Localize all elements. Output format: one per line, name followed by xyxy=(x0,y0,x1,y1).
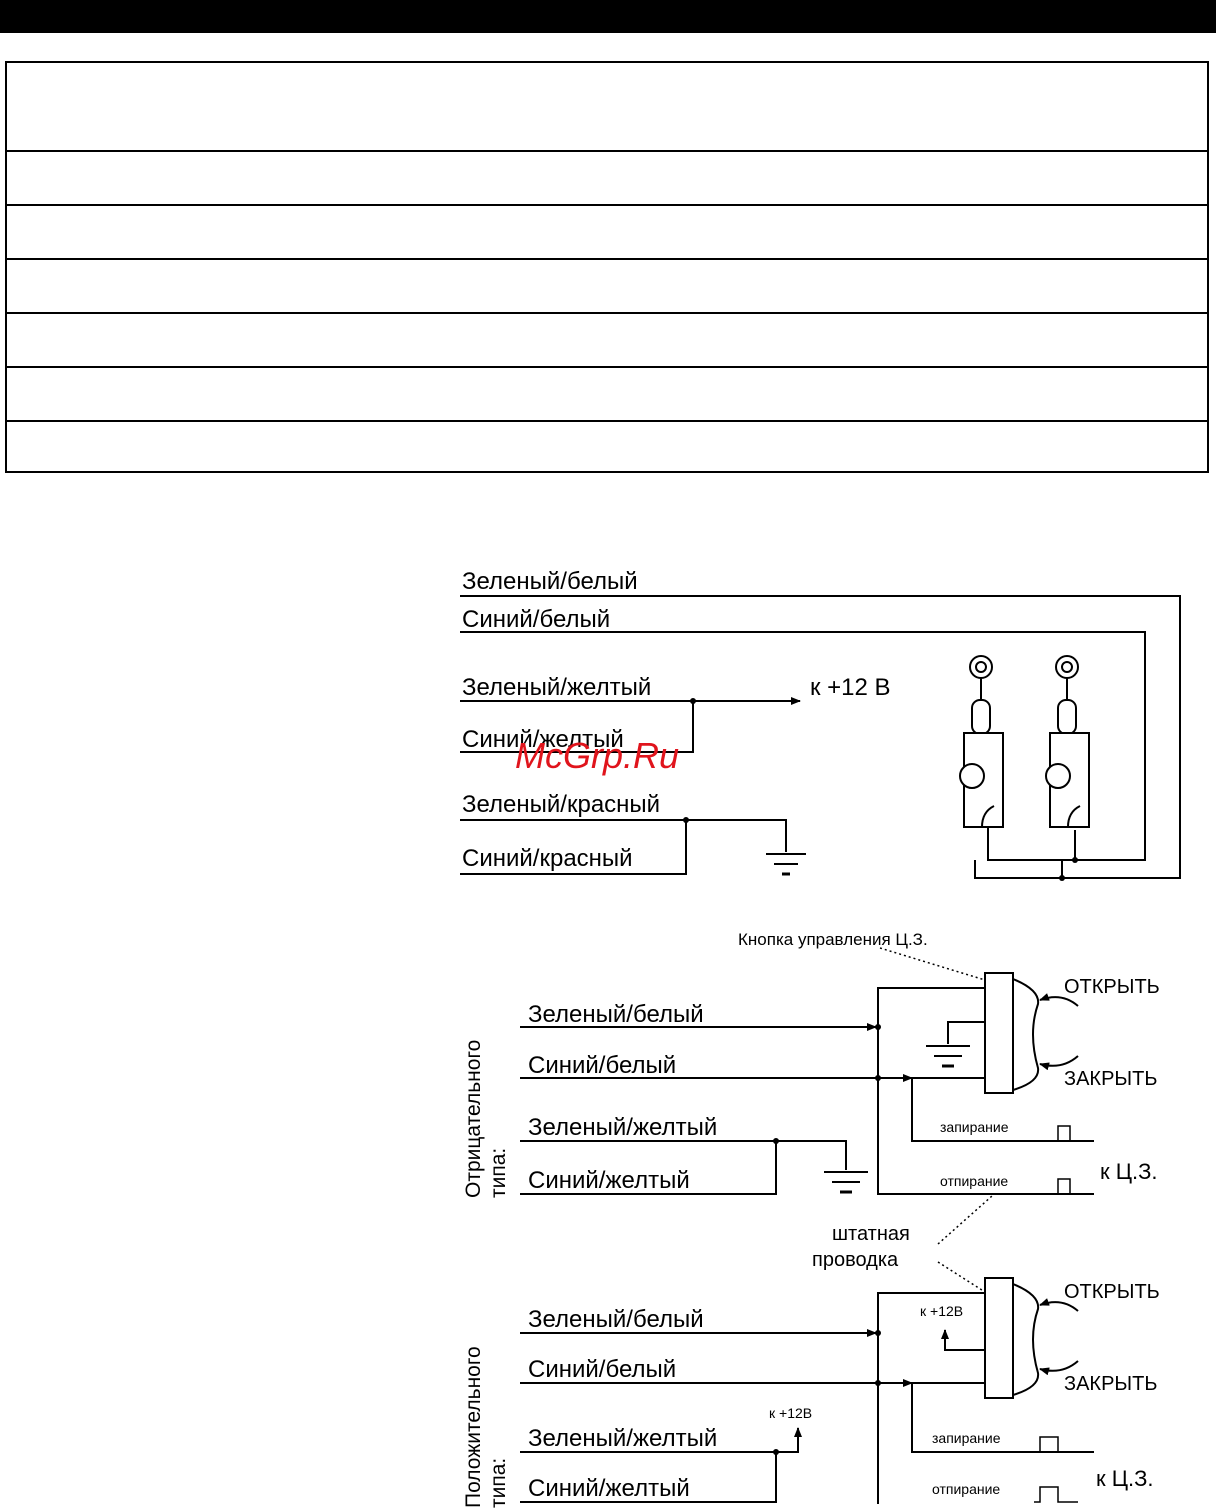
empty-table xyxy=(5,61,1209,473)
wire-label: Синий/красный xyxy=(462,845,633,872)
callout-line xyxy=(879,947,986,981)
open-label: ОТКРЫТЬ xyxy=(1064,1281,1160,1303)
junction-dot xyxy=(875,1075,881,1081)
factory-wiring-label: проводка xyxy=(812,1249,899,1271)
watermark: McGrp.Ru xyxy=(515,735,679,776)
header-bar xyxy=(0,0,1216,33)
junction-dot xyxy=(875,1330,881,1336)
table-row xyxy=(7,312,1207,314)
type-caption: Положительного xyxy=(462,1346,485,1508)
table-row xyxy=(7,150,1207,152)
negative-type-diagram xyxy=(520,972,1094,1195)
callout-line xyxy=(937,1261,986,1293)
wire-label: Синий/белый xyxy=(528,1052,676,1079)
junction-dot xyxy=(683,817,689,823)
open-label: ОТКРЫТЬ xyxy=(1064,976,1160,998)
table-row xyxy=(7,366,1207,368)
wire-label: Зеленый/красный xyxy=(462,791,660,818)
wire-label: Зеленый/белый xyxy=(462,568,638,595)
type-caption: Отрицательного xyxy=(462,1040,485,1198)
wire-label: Зеленый/белый xyxy=(528,1001,704,1028)
wire-label: Зеленый/желтый xyxy=(528,1114,717,1141)
wire-label: Зеленый/желтый xyxy=(462,674,651,701)
wire-label: Синий/желтый xyxy=(528,1167,690,1194)
plus12-label: к +12В xyxy=(920,1303,963,1319)
factory-wiring-label: штатная xyxy=(832,1223,910,1245)
close-label: ЗАКРЫТЬ xyxy=(1064,1373,1157,1395)
switch-wiring-diagram xyxy=(460,595,1181,879)
lock-label: запирание xyxy=(940,1119,1009,1135)
callout-line xyxy=(937,1195,993,1245)
junction-dot xyxy=(773,1449,779,1455)
plus12-label: к +12В xyxy=(769,1405,812,1421)
door-switch xyxy=(1045,655,1090,828)
junction-dot xyxy=(1072,857,1078,863)
table-row xyxy=(7,420,1207,422)
positive-type-diagram xyxy=(520,1277,1094,1504)
wire-label: Зеленый/белый xyxy=(528,1306,704,1333)
to-cl-label: к Ц.З. xyxy=(1100,1159,1158,1184)
wire-label: Зеленый/желтый xyxy=(528,1425,717,1452)
wire-label: Синий/желтый xyxy=(528,1475,690,1502)
junction-dot xyxy=(1059,875,1065,881)
type-caption: типа: xyxy=(487,1148,510,1198)
unlock-label: отпирание xyxy=(940,1173,1008,1189)
type-caption: типа: xyxy=(487,1458,510,1508)
wire-label: Синий/белый xyxy=(462,606,610,633)
lock-label: запирание xyxy=(932,1430,1001,1446)
junction-dot xyxy=(875,1024,881,1030)
junction-dot xyxy=(875,1380,881,1386)
unlock-label: отпирание xyxy=(932,1481,1000,1497)
table-row xyxy=(7,204,1207,206)
button-title: Кнопка управления Ц.З. xyxy=(738,930,928,949)
wire-label: Синий/белый xyxy=(528,1356,676,1383)
to-cl-label: к Ц.З. xyxy=(1096,1466,1154,1491)
table-row xyxy=(7,258,1207,260)
close-label: ЗАКРЫТЬ xyxy=(1064,1068,1157,1090)
junction-dot xyxy=(690,698,696,704)
junction-dot xyxy=(773,1138,779,1144)
plus12-label: к +12 В xyxy=(810,674,891,701)
door-switch xyxy=(959,655,1004,828)
wire-label: Синий/желтый xyxy=(462,726,624,753)
